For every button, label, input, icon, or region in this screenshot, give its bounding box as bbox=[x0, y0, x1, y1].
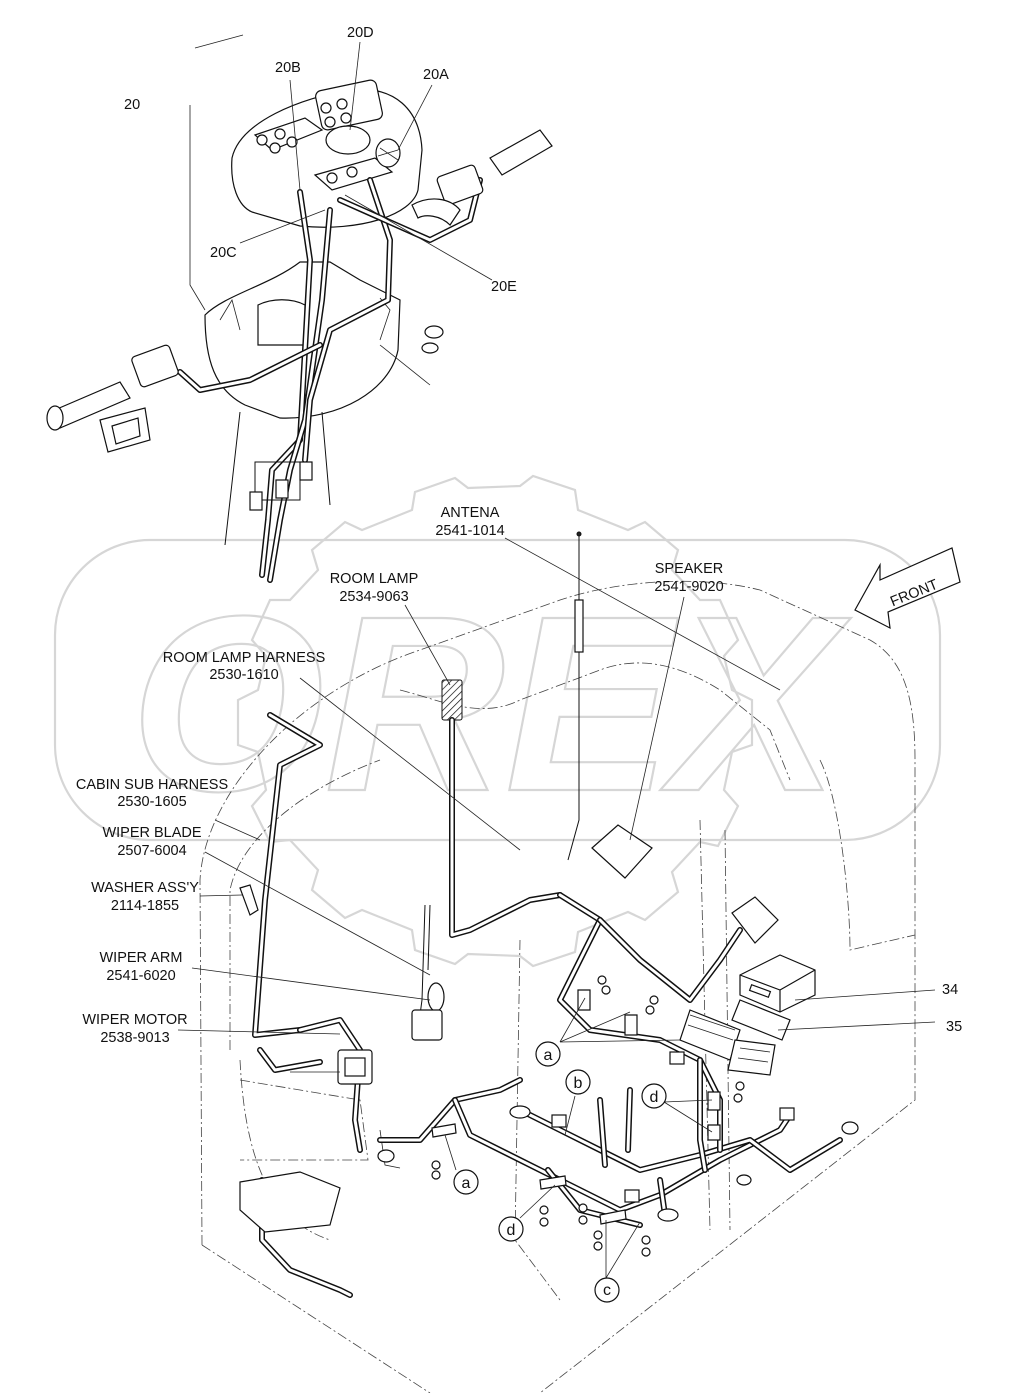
antena-name: ANTENA bbox=[441, 505, 500, 521]
cabin-sub-harness-name: CABIN SUB HARNESS bbox=[76, 777, 228, 793]
ref-20b: 20B bbox=[275, 60, 301, 76]
callout-a-bottom: a bbox=[453, 1169, 479, 1195]
steering-column-assembly bbox=[46, 34, 553, 583]
callout-d-left: d bbox=[498, 1216, 524, 1242]
part-labels: ANTENA 2541-1014 SPEAKER 2541-9020 ROOM … bbox=[76, 505, 724, 1046]
antenna bbox=[567, 531, 584, 861]
callout-circles: a a b d d c bbox=[453, 1041, 667, 1303]
callout-a-top: a bbox=[535, 1041, 561, 1067]
callout-c: c bbox=[594, 1277, 620, 1303]
washer-assy-code: 2114-1855 bbox=[111, 898, 179, 914]
svg-text:a: a bbox=[462, 1175, 471, 1192]
room-lamp-harness-code: 2530-1610 bbox=[209, 667, 278, 683]
ref-20e: 20E bbox=[491, 279, 517, 295]
leader-lines bbox=[177, 537, 936, 1279]
svg-text:d: d bbox=[507, 1222, 516, 1239]
speaker-code: 2541-9020 bbox=[654, 579, 723, 595]
ref-20c: 20C bbox=[210, 245, 237, 261]
cabin-sub-harness-code: 2530-1605 bbox=[117, 794, 186, 810]
room-lamp-name: ROOM LAMP bbox=[330, 571, 419, 587]
ref-20a: 20A bbox=[423, 67, 449, 83]
ref-34: 34 bbox=[942, 982, 958, 998]
ref-35: 35 bbox=[946, 1019, 962, 1035]
room-lamp bbox=[441, 679, 563, 938]
speaker-name: SPEAKER bbox=[655, 561, 724, 577]
room-lamp-code: 2534-9063 bbox=[339, 589, 408, 605]
reference-numbers: 20 20A 20B 20C 20D 20E 34 35 bbox=[124, 25, 962, 1035]
wiper-motor-code: 2538-9013 bbox=[100, 1030, 169, 1046]
front-arrow: FRONT bbox=[854, 547, 961, 630]
wiper-motor-name: WIPER MOTOR bbox=[82, 1012, 187, 1028]
floor-harness bbox=[239, 892, 859, 1298]
speakers-and-console bbox=[591, 824, 816, 1076]
wiper-blade-name: WIPER BLADE bbox=[102, 825, 201, 841]
wiper-arm-code: 2541-6020 bbox=[106, 968, 175, 984]
svg-text:c: c bbox=[603, 1282, 611, 1299]
room-lamp-harness-name: ROOM LAMP HARNESS bbox=[163, 650, 326, 666]
callout-b: b bbox=[565, 1069, 591, 1095]
antena-code: 2541-1014 bbox=[435, 523, 504, 539]
callout-d-right: d bbox=[641, 1083, 667, 1109]
wiper-arm-name: WIPER ARM bbox=[100, 950, 183, 966]
washer-assy-name: WASHER ASS'Y bbox=[91, 880, 199, 896]
nuts bbox=[431, 975, 745, 1257]
ref-20d: 20D bbox=[347, 25, 374, 41]
wiper-parts bbox=[239, 884, 445, 1169]
svg-text:d: d bbox=[650, 1089, 659, 1106]
svg-text:b: b bbox=[574, 1075, 583, 1092]
watermark-text: OREX bbox=[130, 564, 852, 843]
svg-text:a: a bbox=[544, 1047, 553, 1064]
watermark: OREX bbox=[53, 474, 942, 968]
ref-20: 20 bbox=[124, 97, 140, 113]
wiper-blade-code: 2507-6004 bbox=[117, 843, 186, 859]
